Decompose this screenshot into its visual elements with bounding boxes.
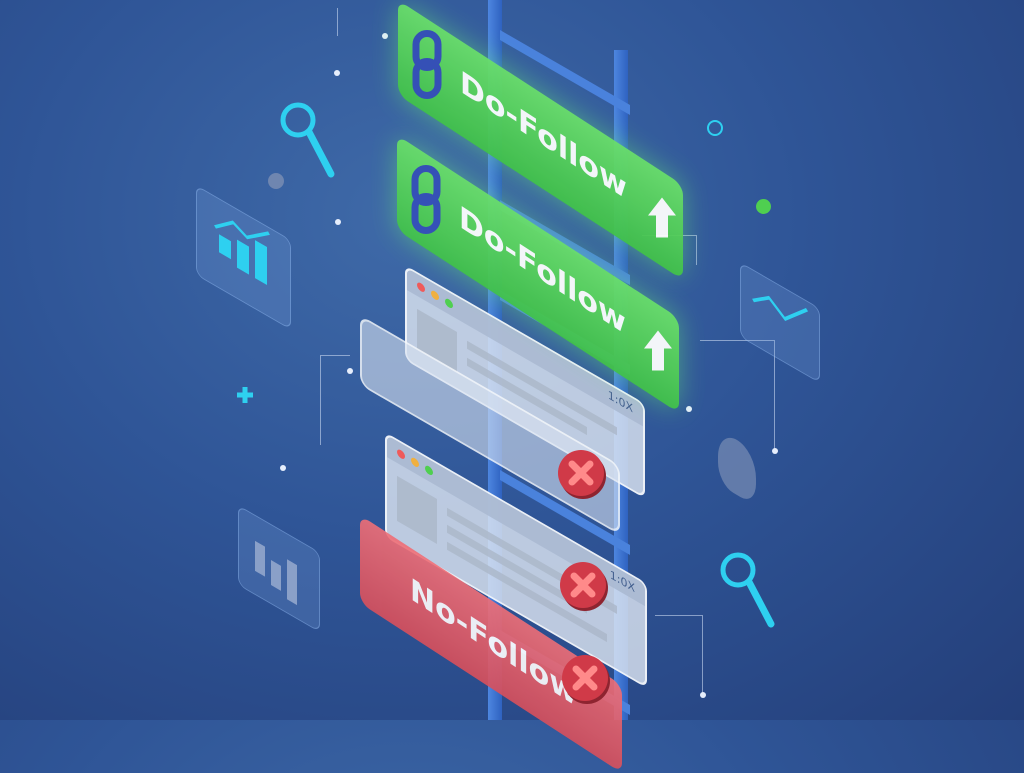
trend-card [740, 262, 820, 384]
window-corner-text: 1:0X [609, 567, 635, 596]
connector-point [335, 219, 341, 225]
connector-point [280, 465, 286, 471]
connector-point [700, 692, 706, 698]
do-follow-banner[interactable]: Do-Follow [398, 0, 683, 281]
connector-point [686, 406, 692, 412]
dot-icon [756, 199, 771, 214]
magnifier-icon [720, 552, 775, 628]
close-x-icon [572, 665, 598, 691]
close-x-button [558, 450, 604, 496]
chain-link-icon [412, 29, 442, 99]
bar-chart-icon [214, 220, 270, 285]
magnifier-icon [280, 102, 335, 178]
bar-chart-card [196, 185, 291, 330]
close-x-button [560, 562, 606, 608]
do-follow-banner[interactable]: Do-Follow [397, 135, 679, 414]
connector-line [655, 615, 703, 695]
banner-label: Do-Follow [460, 64, 627, 208]
connector-line [320, 355, 350, 445]
close-x-button [562, 655, 608, 701]
arrow-up-icon [648, 197, 676, 238]
close-x-icon [570, 572, 596, 598]
bars-card [238, 505, 320, 633]
trend-line-icon [752, 295, 809, 322]
connector-point [334, 70, 340, 76]
window-corner-text: 1:0X [607, 388, 633, 416]
plus-icon [237, 387, 253, 403]
ring-icon [707, 120, 723, 136]
connector-point [347, 368, 353, 374]
dot-icon [268, 173, 284, 189]
connector-line [700, 340, 775, 450]
connector-point [772, 448, 778, 454]
connector-line [337, 8, 385, 36]
close-x-icon [568, 460, 594, 486]
connector-point [382, 33, 388, 39]
bar-chart-icon [255, 540, 297, 606]
chain-link-icon [411, 164, 441, 234]
arrow-up-icon [644, 330, 672, 371]
